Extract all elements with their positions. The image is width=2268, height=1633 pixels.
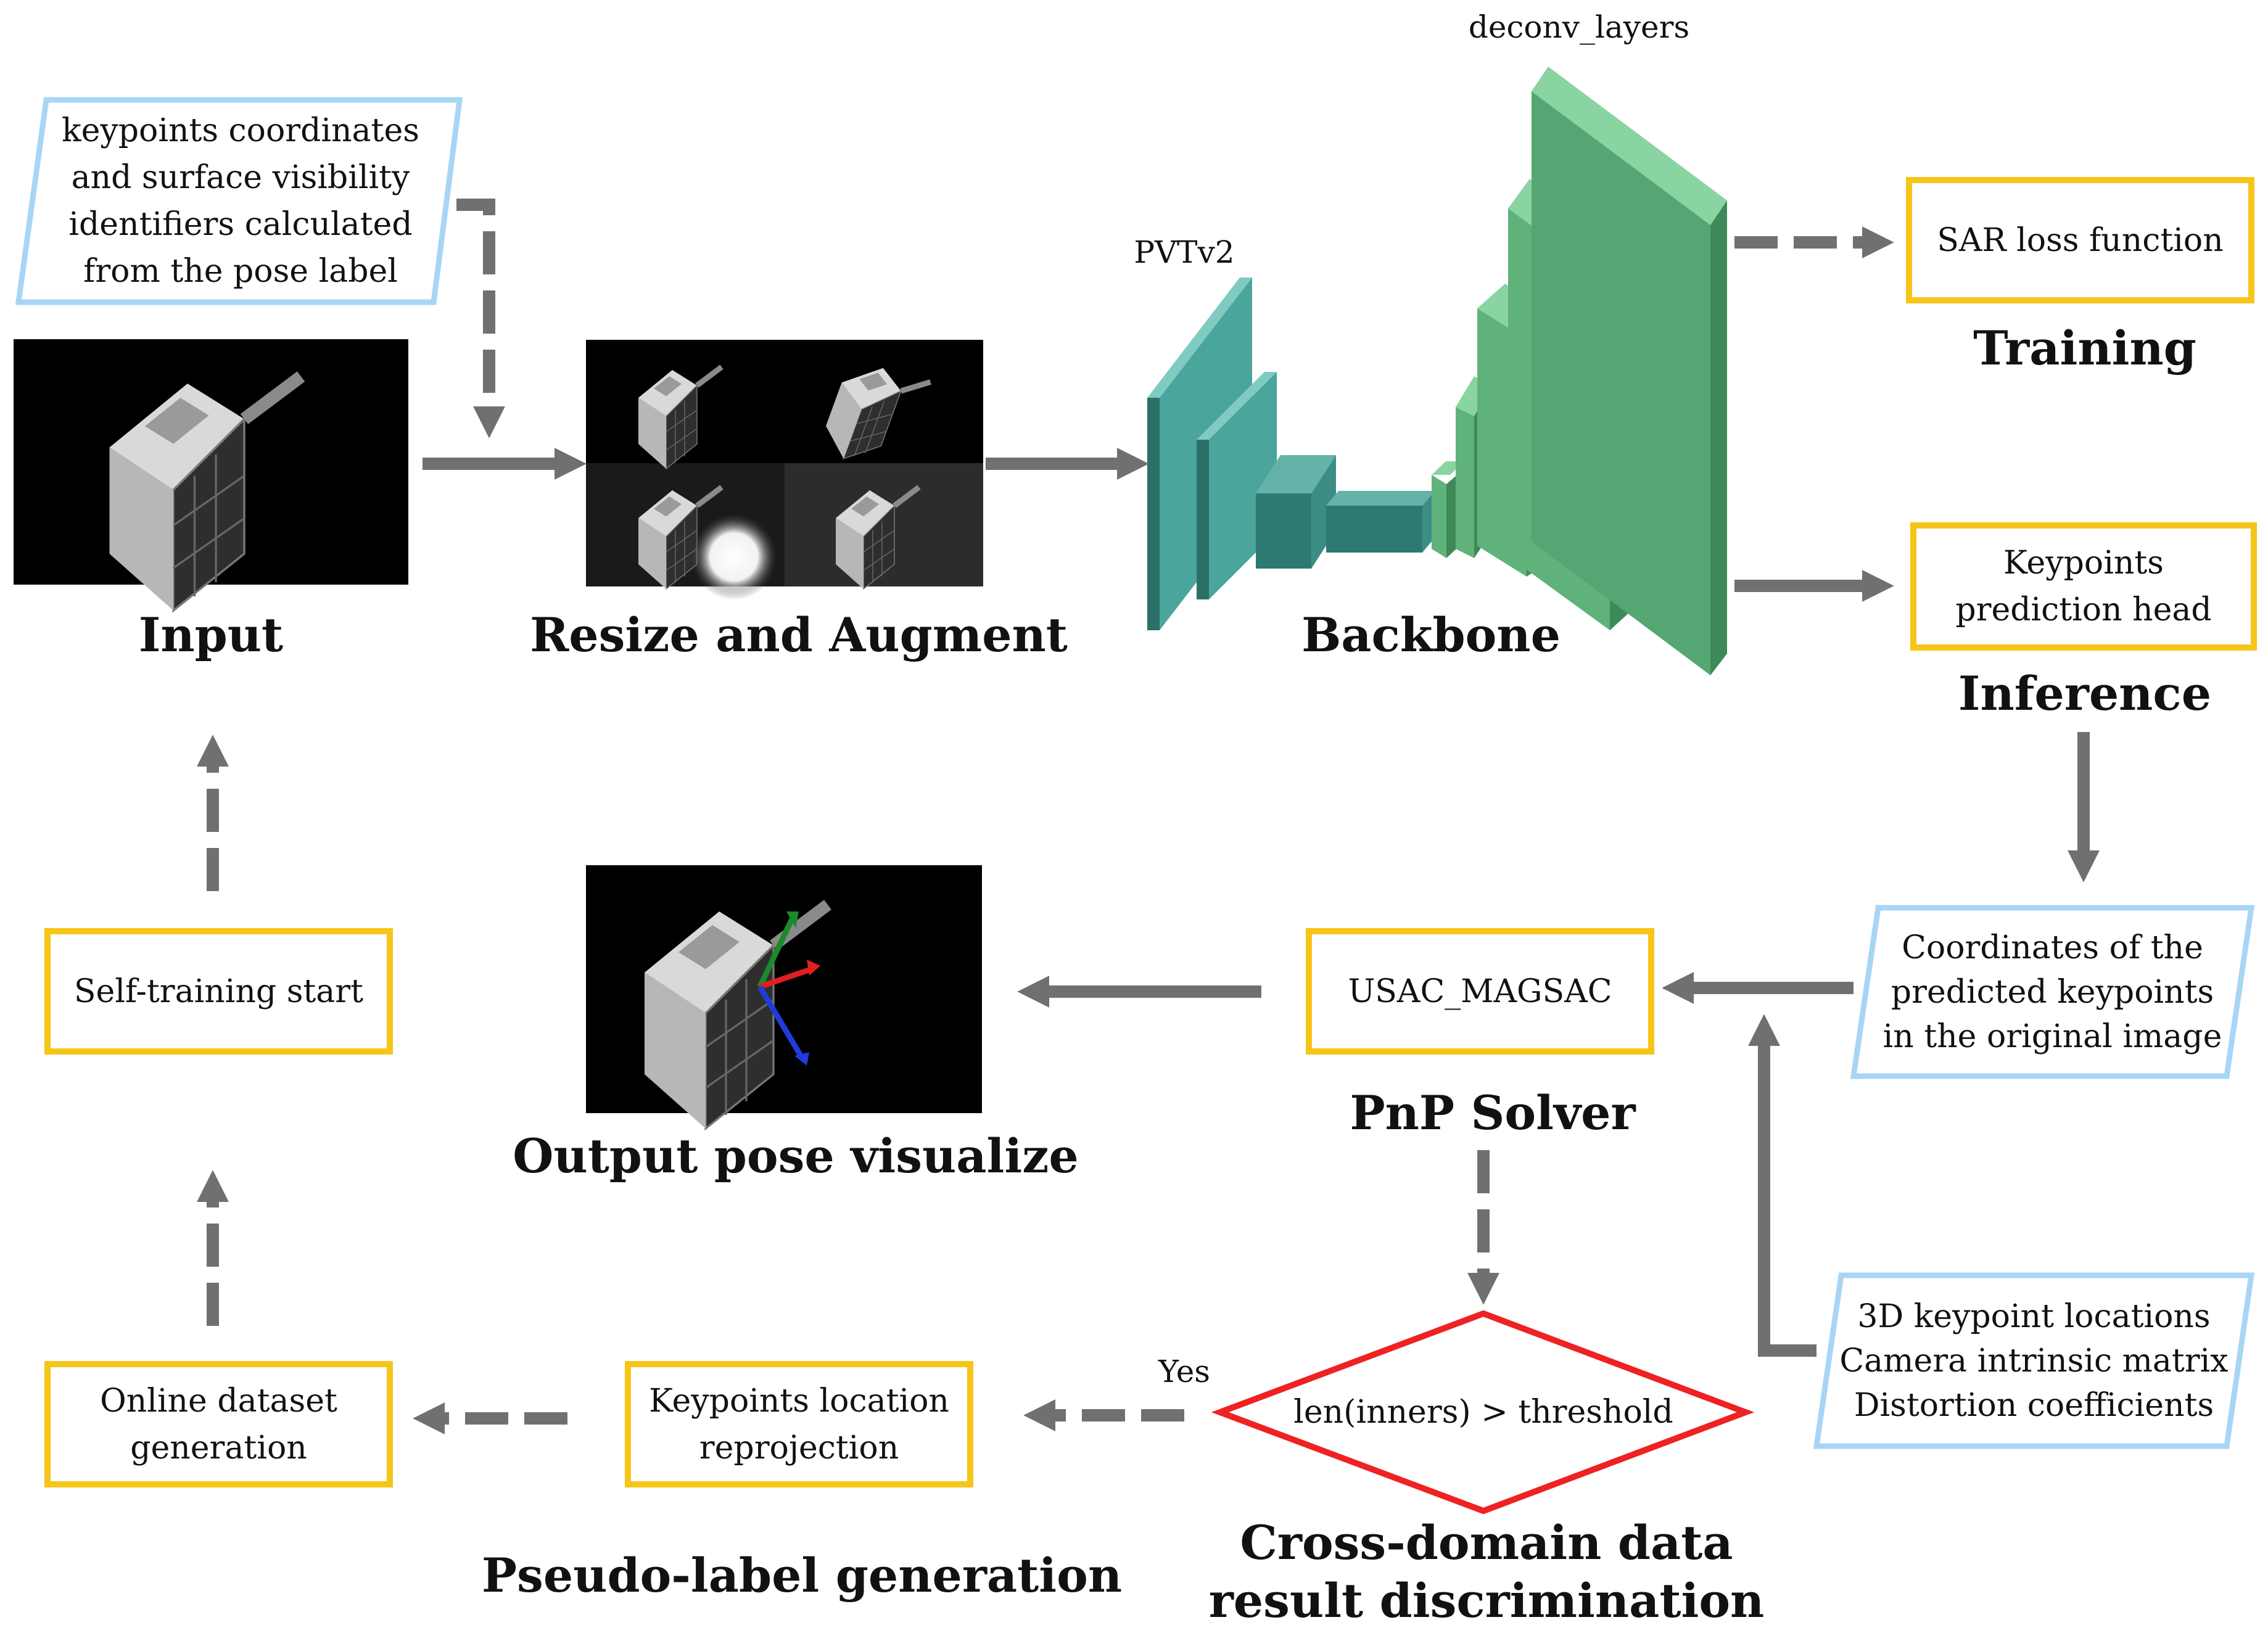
backbone-network [1147,67,1727,675]
input-satellite-image [14,339,408,611]
yes-label: Yes [1158,1354,1210,1389]
coordinates-text: Coordinates of the predicted keypoints i… [1882,929,2222,1055]
condition-text: len(inners) > threshold [1293,1394,1673,1431]
title-inference: Inference [1958,666,2212,721]
camera-info-box [1813,1272,2255,1449]
title-pnp-solver: PnP Solver [1350,1085,1636,1140]
coordinates-box [1850,905,2255,1079]
camera-info-text: 3D keypoint locations Camera intrinsic m… [1839,1298,2229,1424]
title-cross-domain: Cross-domain data result discrimination [1208,1515,1765,1628]
keypoints-head-box: Keypoints prediction head [1910,522,2257,651]
label-deconv-layers: deconv_layers [1468,9,1690,45]
arrow-note-to-augment [456,199,505,438]
input-note-box [15,97,463,305]
title-backbone: Backbone [1301,607,1561,662]
output-pose-image [586,865,982,1129]
title-training: Training [1973,321,2196,376]
title-output-pose: Output pose visualize [513,1129,1079,1183]
online-dataset-box: Online dataset generation [44,1361,393,1487]
title-resize-augment: Resize and Augment [530,607,1068,662]
self-training-box: Self-training start [44,928,393,1055]
decision-diamond [1211,1310,1755,1515]
augmented-image-grid [586,340,983,600]
sar-loss-box: SAR loss function [1906,177,2254,303]
input-note-text: keypoints coordinates and surface visibi… [62,112,419,290]
title-pseudo-label: Pseudo-label generation [481,1548,1123,1603]
title-input: Input [138,607,284,662]
flow-arrows [197,199,2100,1434]
reprojection-box: Keypoints location reprojection [625,1361,973,1487]
arrow-camera-to-usac [1748,1014,1816,1357]
usac-magsac-box: USAC_MAGSAC [1306,928,1654,1055]
label-pvtv2: PVTv2 [1134,234,1235,270]
